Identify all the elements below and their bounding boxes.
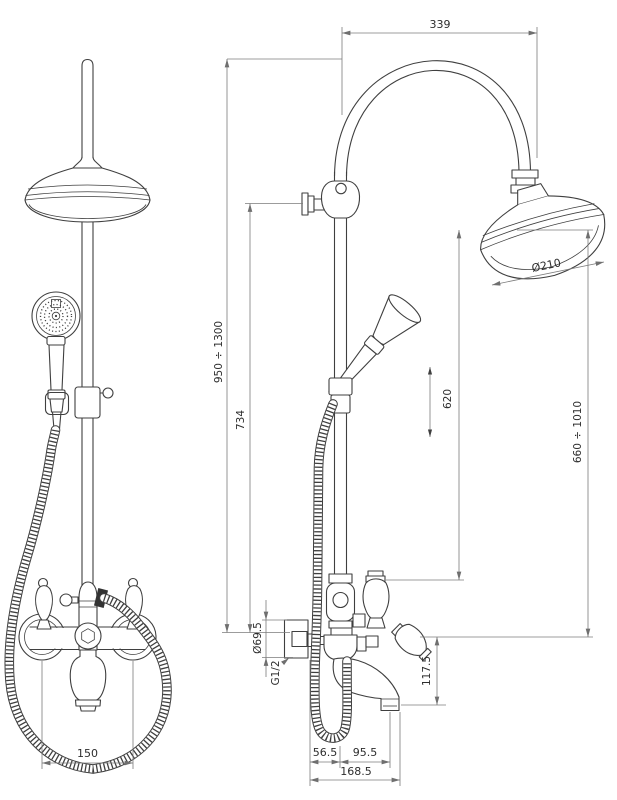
center-escutcheon [74,622,102,650]
bracket-knob [102,387,114,399]
front-hand-shower [31,291,81,430]
front-spout [69,649,107,712]
handshower-collar [46,335,66,346]
dimension-handshower-slide-travel: 620 [386,230,464,581]
dimension-wall-bracket-height-label: 734 [235,410,247,430]
dimension-spout-drop-label: 117.5 [421,656,433,686]
front-slider-bracket [44,386,114,419]
head-connector-nut [511,169,539,179]
front-top-pipe [81,58,94,163]
dimension-handshower-slide-travel-label: 620 [442,389,454,409]
front-flexible-hose [4,425,172,774]
dimension-head-to-supply-range-label: 660 ÷ 1010 [572,401,584,463]
dimension-arm-projection-label: 339 [430,18,451,31]
dimension-head-diameter: Ø210 [491,256,605,286]
handshower-handle [48,344,65,391]
valve-block-side [323,634,358,661]
diverter-knob [59,593,73,607]
dimension-connection-thread-label: G1/2 [270,660,282,685]
dimension-escutcheon-diameter: Ø69.5 [252,600,293,677]
dimension-supply-centres: 150 [41,661,134,769]
dimension-head-to-supply-range: 660 ÷ 1010 [420,229,593,638]
side-view-shower-column: Ø210 [213,18,606,786]
dimension-supply-centres-label: 150 [77,747,98,760]
dimension-wall-to-riser-label: 56.5 [313,746,338,759]
side-shower-head [480,183,606,280]
side-mixer [283,570,432,712]
dimension-total-projection-label: 168.5 [340,765,372,778]
dimension-bottom-offsets: 56.5 95.5 168.5 [309,660,401,786]
front-riser-pipe [81,161,94,586]
side-handle-vertical [352,570,390,629]
dimension-riser-height-range: 950 ÷ 1300 [213,58,342,633]
side-flexible-hose [309,399,352,743]
side-handle-angled [365,623,432,661]
front-mixer [18,577,157,712]
center-hex-nut [81,628,95,644]
front-handle-left [35,577,53,630]
front-shower-head [24,156,151,223]
supply-stub [291,630,308,648]
spray-selector-slot [51,299,61,308]
dimension-spout-drop: 117.5 [401,637,446,706]
dimension-arm-projection: 339 [341,18,538,158]
dimension-riser-to-spout-outlet-label: 95.5 [353,746,378,759]
dimension-escutcheon-diameter-label: Ø69.5 [252,622,264,654]
dimension-head-diameter-label: Ø210 [530,256,562,275]
dimension-connection-thread: G1/2 [270,657,290,686]
gooseneck-arm [333,60,540,194]
dimension-wall-bracket-height: 734 [235,203,303,633]
front-view-shower-column: 150 [4,58,172,774]
riser-valve-body [320,180,361,219]
upper-wall-bracket [301,180,361,219]
dimension-riser-height-range-label: 950 ÷ 1300 [213,321,225,383]
